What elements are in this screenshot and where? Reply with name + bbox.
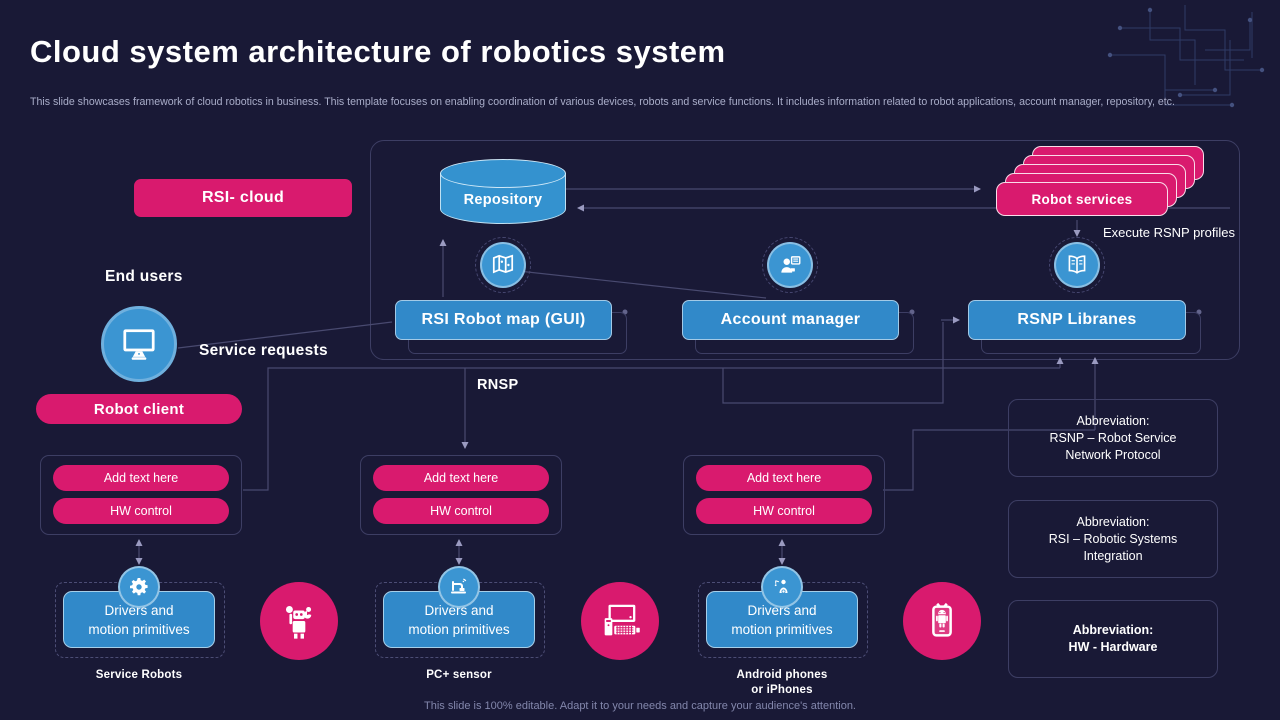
abbreviation-box-rsi: Abbreviation: RSI – Robotic Systems Inte… <box>1008 500 1218 578</box>
map-icon-circle <box>475 237 531 293</box>
end-user-monitor-circle <box>101 306 177 382</box>
map-icon <box>480 242 526 288</box>
service-requests-label: Service requests <box>199 342 328 359</box>
gear-icon <box>118 566 160 608</box>
add-text-button[interactable]: Add text here <box>373 465 549 491</box>
add-text-button[interactable]: Add text here <box>696 465 872 491</box>
device-box-android-phones: Drivers and motion primitives <box>698 582 868 658</box>
drivers-motion-primitives-box[interactable]: Drivers and motion primitives <box>706 591 858 648</box>
hw-control-button[interactable]: HW control <box>696 498 872 524</box>
robot-icon <box>260 582 338 660</box>
rnsp-label: RNSP <box>477 377 519 393</box>
page-title: Cloud system architecture of robotics sy… <box>30 34 726 69</box>
hw-group-3: Add text here HW control <box>683 455 885 535</box>
robot-services-label: Robot services <box>1031 191 1133 207</box>
execute-rsnp-profiles-label: Execute RSNP profiles <box>1103 225 1235 240</box>
mobile-user-icon <box>761 566 803 608</box>
monitor-icon <box>123 329 155 360</box>
open-book-icon <box>1054 242 1100 288</box>
rsi-cloud-button[interactable]: RSI- cloud <box>134 179 352 217</box>
robot-client-button[interactable]: Robot client <box>36 394 242 424</box>
add-text-button[interactable]: Add text here <box>53 465 229 491</box>
account-manager-button[interactable]: Account manager <box>682 300 899 340</box>
smartphone-android-icon <box>903 582 981 660</box>
robot-services-card[interactable]: Robot services <box>996 182 1168 216</box>
device-label: Service Robots <box>95 669 183 681</box>
rsnp-libraries-label: RSNP Libranes <box>1017 311 1137 328</box>
open-book-icon-circle <box>1049 237 1105 293</box>
abbreviation-box-hw: Abbreviation: HW - Hardware <box>1008 600 1218 678</box>
hw-control-button[interactable]: HW control <box>53 498 229 524</box>
sensor-icon <box>438 566 480 608</box>
account-manager-label: Account manager <box>720 311 861 328</box>
end-users-label: End users <box>105 268 183 285</box>
hw-group-1: Add text here HW control <box>40 455 242 535</box>
rsi-robot-map-button[interactable]: RSI Robot map (GUI) <box>395 300 612 340</box>
device-label: PC+ sensor <box>426 669 492 681</box>
account-manager-icon-circle <box>762 237 818 293</box>
account-manager-icon <box>767 242 813 288</box>
abbreviation-box-rsnp: Abbreviation: RSNP – Robot Service Netwo… <box>1008 399 1218 477</box>
hw-control-button[interactable]: HW control <box>373 498 549 524</box>
repository-label: Repository <box>463 192 543 208</box>
desktop-pc-icon <box>581 582 659 660</box>
repository-cylinder-top <box>440 159 566 188</box>
editable-note: This slide is 100% editable. Adapt it to… <box>424 700 856 712</box>
rsnp-libraries-button[interactable]: RSNP Libranes <box>968 300 1186 340</box>
hw-group-2: Add text here HW control <box>360 455 562 535</box>
rsi-robot-map-label: RSI Robot map (GUI) <box>421 311 586 328</box>
slide-subtitle: This slide showcases framework of cloud … <box>30 96 1175 108</box>
robot-client-label: Robot client <box>93 400 185 418</box>
rsi-cloud-label: RSI- cloud <box>201 189 285 206</box>
